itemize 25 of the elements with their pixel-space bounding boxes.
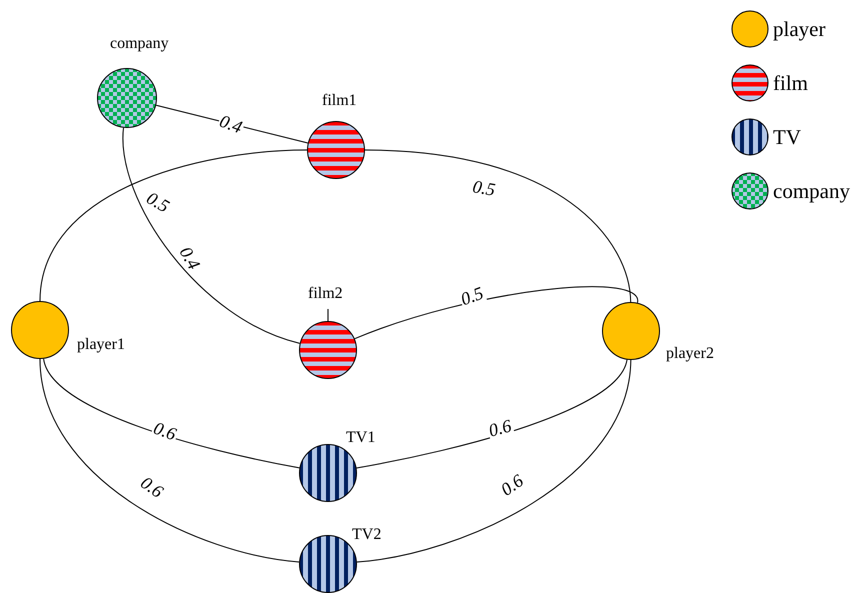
node-circle [97, 68, 157, 128]
connector-line [364, 150, 632, 302]
node-label: player2 [666, 346, 714, 362]
connector-line [356, 359, 628, 469]
connector-line [122, 127, 300, 344]
node-circle [307, 121, 365, 179]
connector-line [43, 358, 300, 468]
node-circle [299, 444, 357, 502]
connector-line [40, 150, 308, 302]
node-circle [602, 302, 660, 360]
legend-label: player [773, 18, 826, 40]
legend-label: film [773, 72, 808, 94]
legend-label: TV [773, 126, 801, 148]
node-label: TV1 [346, 430, 376, 446]
node-circle [299, 321, 357, 379]
connector-line [40, 358, 300, 562]
connector-line [356, 360, 632, 563]
node-label: film1 [322, 93, 357, 109]
node-circle [11, 301, 69, 359]
legend-label: company [773, 180, 850, 202]
node-label: company [110, 36, 169, 52]
connector-line [354, 286, 638, 340]
node-label: TV2 [352, 527, 382, 543]
node-label: player1 [77, 337, 125, 353]
node-label: film2 [308, 286, 343, 302]
